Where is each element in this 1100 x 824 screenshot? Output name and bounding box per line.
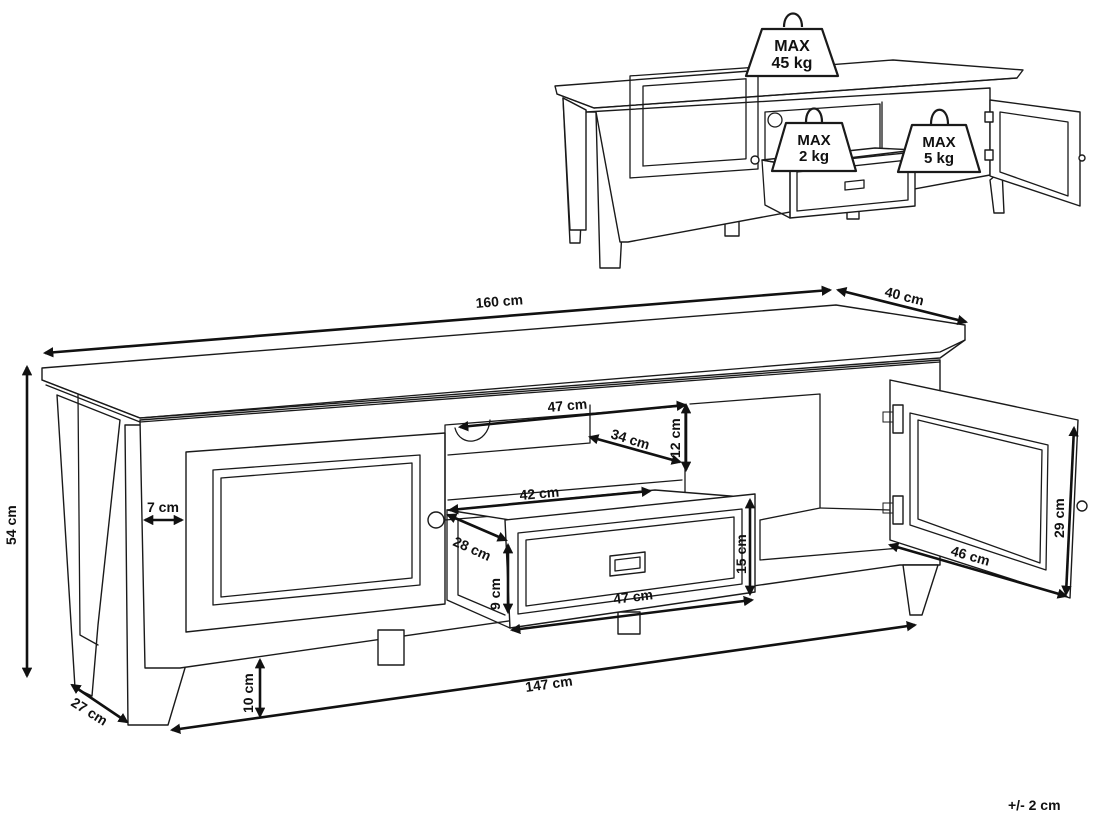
left-door-knob: [427, 511, 445, 529]
dim-line-door-width: [888, 542, 1068, 599]
dim-line-leg-depth: [70, 683, 129, 724]
small-carcass-side: [562, 97, 587, 231]
label-drawer-height: 9 cm: [487, 578, 503, 610]
label-base-width: 147 cm: [524, 673, 573, 695]
label-leg-height: 10 cm: [240, 673, 256, 713]
label-height: 54 cm: [3, 505, 19, 545]
dim-line-drawer-width: [447, 486, 653, 515]
weight-icon-45kg: MAX 45 kg: [744, 12, 840, 78]
weight-icon-2kg: MAX 2 kg: [770, 107, 858, 173]
label-shelf-height: 12 cm: [667, 418, 683, 458]
weight-45-line1: MAX: [774, 38, 810, 55]
label-shelf-width: 47 cm: [547, 396, 588, 415]
weight-icon-5kg: MAX 5 kg: [896, 108, 982, 174]
right-compartment: [689, 393, 821, 521]
center-leg-left: [377, 629, 405, 666]
weight-45-line2: 45 kg: [772, 55, 813, 72]
weight-5-line2: 5 kg: [924, 150, 954, 167]
label-drawer-front-width: 47 cm: [612, 586, 653, 607]
dim-line-depth: [835, 286, 969, 326]
dim-line-drawer-front-width: [509, 595, 755, 635]
label-leg-depth: 27 cm: [68, 694, 110, 729]
right-door-knob: [1076, 500, 1088, 512]
load-capacity-illustration: MAX 45 kg MAX 2 kg MAX 5 kg: [554, 12, 1086, 269]
label-drawer-width: 42 cm: [519, 484, 560, 503]
weight-5-line1: MAX: [922, 134, 955, 151]
dimension-labels: 160 cm 40 cm 54 cm 147 cm 10 cm 27 cm 7 …: [3, 283, 1067, 813]
side-panel-left: [56, 394, 121, 697]
label-drawer-front-height: 15 cm: [733, 534, 749, 574]
door-hinge-top: [892, 404, 904, 434]
small-left-door: [629, 66, 759, 179]
weight-2-line2: 2 kg: [799, 148, 829, 165]
label-depth: 40 cm: [883, 283, 925, 308]
dimension-lines: [21, 285, 1079, 734]
door-hinge-bottom: [892, 495, 904, 525]
dim-line-door-height: [1061, 425, 1079, 597]
label-side-thickness: 7 cm: [147, 499, 179, 515]
weight-2-line1: MAX: [797, 132, 830, 149]
dim-line-shelf-width: [457, 400, 688, 432]
dim-line-width: [42, 285, 833, 358]
label-tolerance: +/- 2 cm: [1008, 797, 1061, 813]
front-right-leg: [902, 564, 939, 616]
label-door-height: 29 cm: [1051, 498, 1067, 538]
dim-line-shelf-depth: [587, 434, 683, 465]
label-width: 160 cm: [475, 291, 524, 311]
dim-line-base: [169, 621, 918, 734]
left-door: [185, 432, 446, 633]
dim-line-drawer-depth: [446, 513, 508, 542]
main-furniture-drawing: [41, 304, 1088, 726]
